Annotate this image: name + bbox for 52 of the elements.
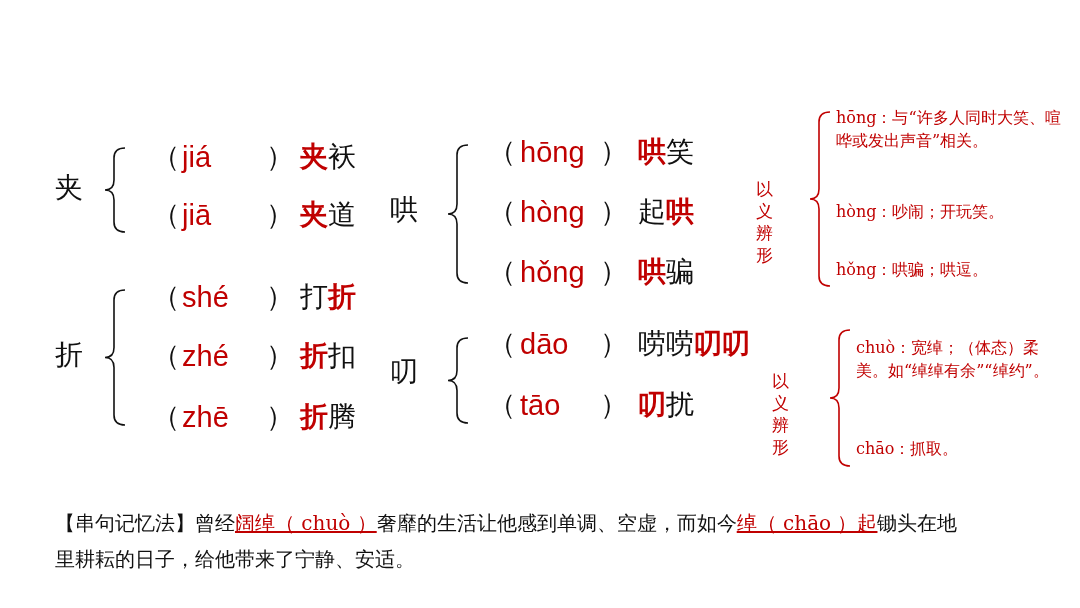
parenthesis: ） [600, 138, 628, 166]
pinyin: jiá [182, 142, 211, 172]
word: 折扣 [300, 342, 356, 370]
note-text: chāo：抓取。 [856, 438, 960, 460]
word: 起哄 [638, 198, 694, 226]
side-label: 以义辨形 [772, 370, 792, 459]
parenthesis: （ [488, 198, 516, 226]
parenthesis: （ [152, 201, 180, 229]
word: 折腾 [300, 403, 356, 431]
character: 夹 [55, 174, 83, 202]
word: 叨扰 [638, 391, 694, 419]
pinyin: zhé [182, 341, 229, 371]
memory-sentence: 【串句记忆法】曾经阔绰（ chuò ）奢靡的生活让他感到单调、空虚，而如今绰（ chāo ）起锄头在地里耕耘的日子，给他带来了宁静、安适。 [55, 510, 959, 573]
pinyin: jiā [182, 200, 211, 230]
pinyin: hǒng [520, 257, 585, 287]
parenthesis: （ [488, 138, 516, 166]
pinyin: zhē [182, 402, 229, 432]
character: 哄 [390, 196, 418, 224]
parenthesis: （ [152, 342, 180, 370]
word: 夹袄 [300, 143, 356, 171]
parenthesis: （ [488, 391, 516, 419]
word: 哄笑 [638, 138, 694, 166]
parenthesis: ） [266, 403, 294, 431]
parenthesis: ） [266, 201, 294, 229]
pinyin: shé [182, 282, 229, 312]
parenthesis: ） [266, 283, 294, 311]
note-text: hǒng：哄骗；哄逗。 [836, 259, 990, 281]
character: 折 [55, 341, 83, 369]
parenthesis: ） [600, 198, 628, 226]
character: 叨 [390, 358, 418, 386]
word: 夹道 [300, 201, 356, 229]
parenthesis: （ [152, 283, 180, 311]
word: 打折 [300, 283, 356, 311]
word: 哄骗 [638, 258, 694, 286]
parenthesis: ） [600, 258, 628, 286]
parenthesis: （ [152, 143, 180, 171]
note-text: hōng：与“许多人同时大笑、喧哗或发出声音”相关。 [836, 107, 1062, 153]
pinyin: dāo [520, 329, 569, 359]
pinyin: hòng [520, 197, 585, 227]
parenthesis: ） [600, 330, 628, 358]
pinyin: hōng [520, 137, 585, 167]
parenthesis: （ [488, 258, 516, 286]
side-label: 以义辨形 [756, 178, 776, 267]
parenthesis: （ [488, 330, 516, 358]
pinyin: tāo [520, 390, 561, 420]
parenthesis: ） [266, 143, 294, 171]
parenthesis: （ [152, 403, 180, 431]
note-text: hòng：吵闹；开玩笑。 [836, 201, 1006, 223]
note-text: chuò：宽绰；（体态）柔美。如“绰绰有余”“绰约”。 [856, 337, 1050, 383]
word: 唠唠叨叨 [638, 330, 750, 358]
parenthesis: ） [266, 342, 294, 370]
parenthesis: ） [600, 391, 628, 419]
